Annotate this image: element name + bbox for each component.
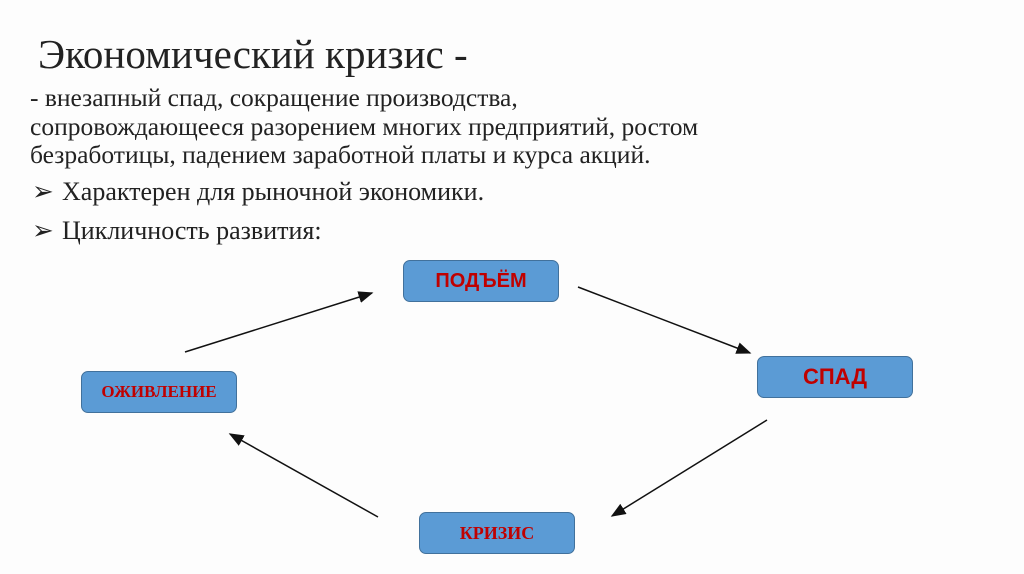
arrow-decline-to-crisis: [610, 419, 768, 517]
arrow-bullet-icon: ➢: [32, 216, 54, 245]
arrow-revival-to-rise: [184, 291, 374, 353]
bullet-text: Характерен для рыночной экономики.: [62, 177, 485, 206]
arrow-crisis-to-revival: [228, 433, 379, 518]
bullet-item: ➢ Цикличность развития:: [32, 216, 322, 246]
stage-revival: ОЖИВЛЕНИЕ: [81, 371, 237, 413]
definition-line-3: безработицы, падением заработной платы и…: [30, 140, 651, 169]
arrow-bullet-icon: ➢: [32, 177, 54, 206]
definition-line-1: - внезапный спад, сокращение производств…: [30, 83, 518, 112]
stage-crisis: КРИЗИС: [419, 512, 575, 554]
arrow-rise-to-decline: [577, 286, 752, 354]
bullet-text: Цикличность развития:: [62, 216, 322, 245]
definition-line-2: сопровождающееся разорением многих предп…: [30, 112, 699, 141]
stage-rise: ПОДЪЁМ: [403, 260, 559, 302]
stage-decline: СПАД: [757, 356, 913, 398]
slide-title: Экономический кризис -: [38, 31, 468, 77]
bullet-item: ➢ Характерен для рыночной экономики.: [32, 177, 484, 207]
